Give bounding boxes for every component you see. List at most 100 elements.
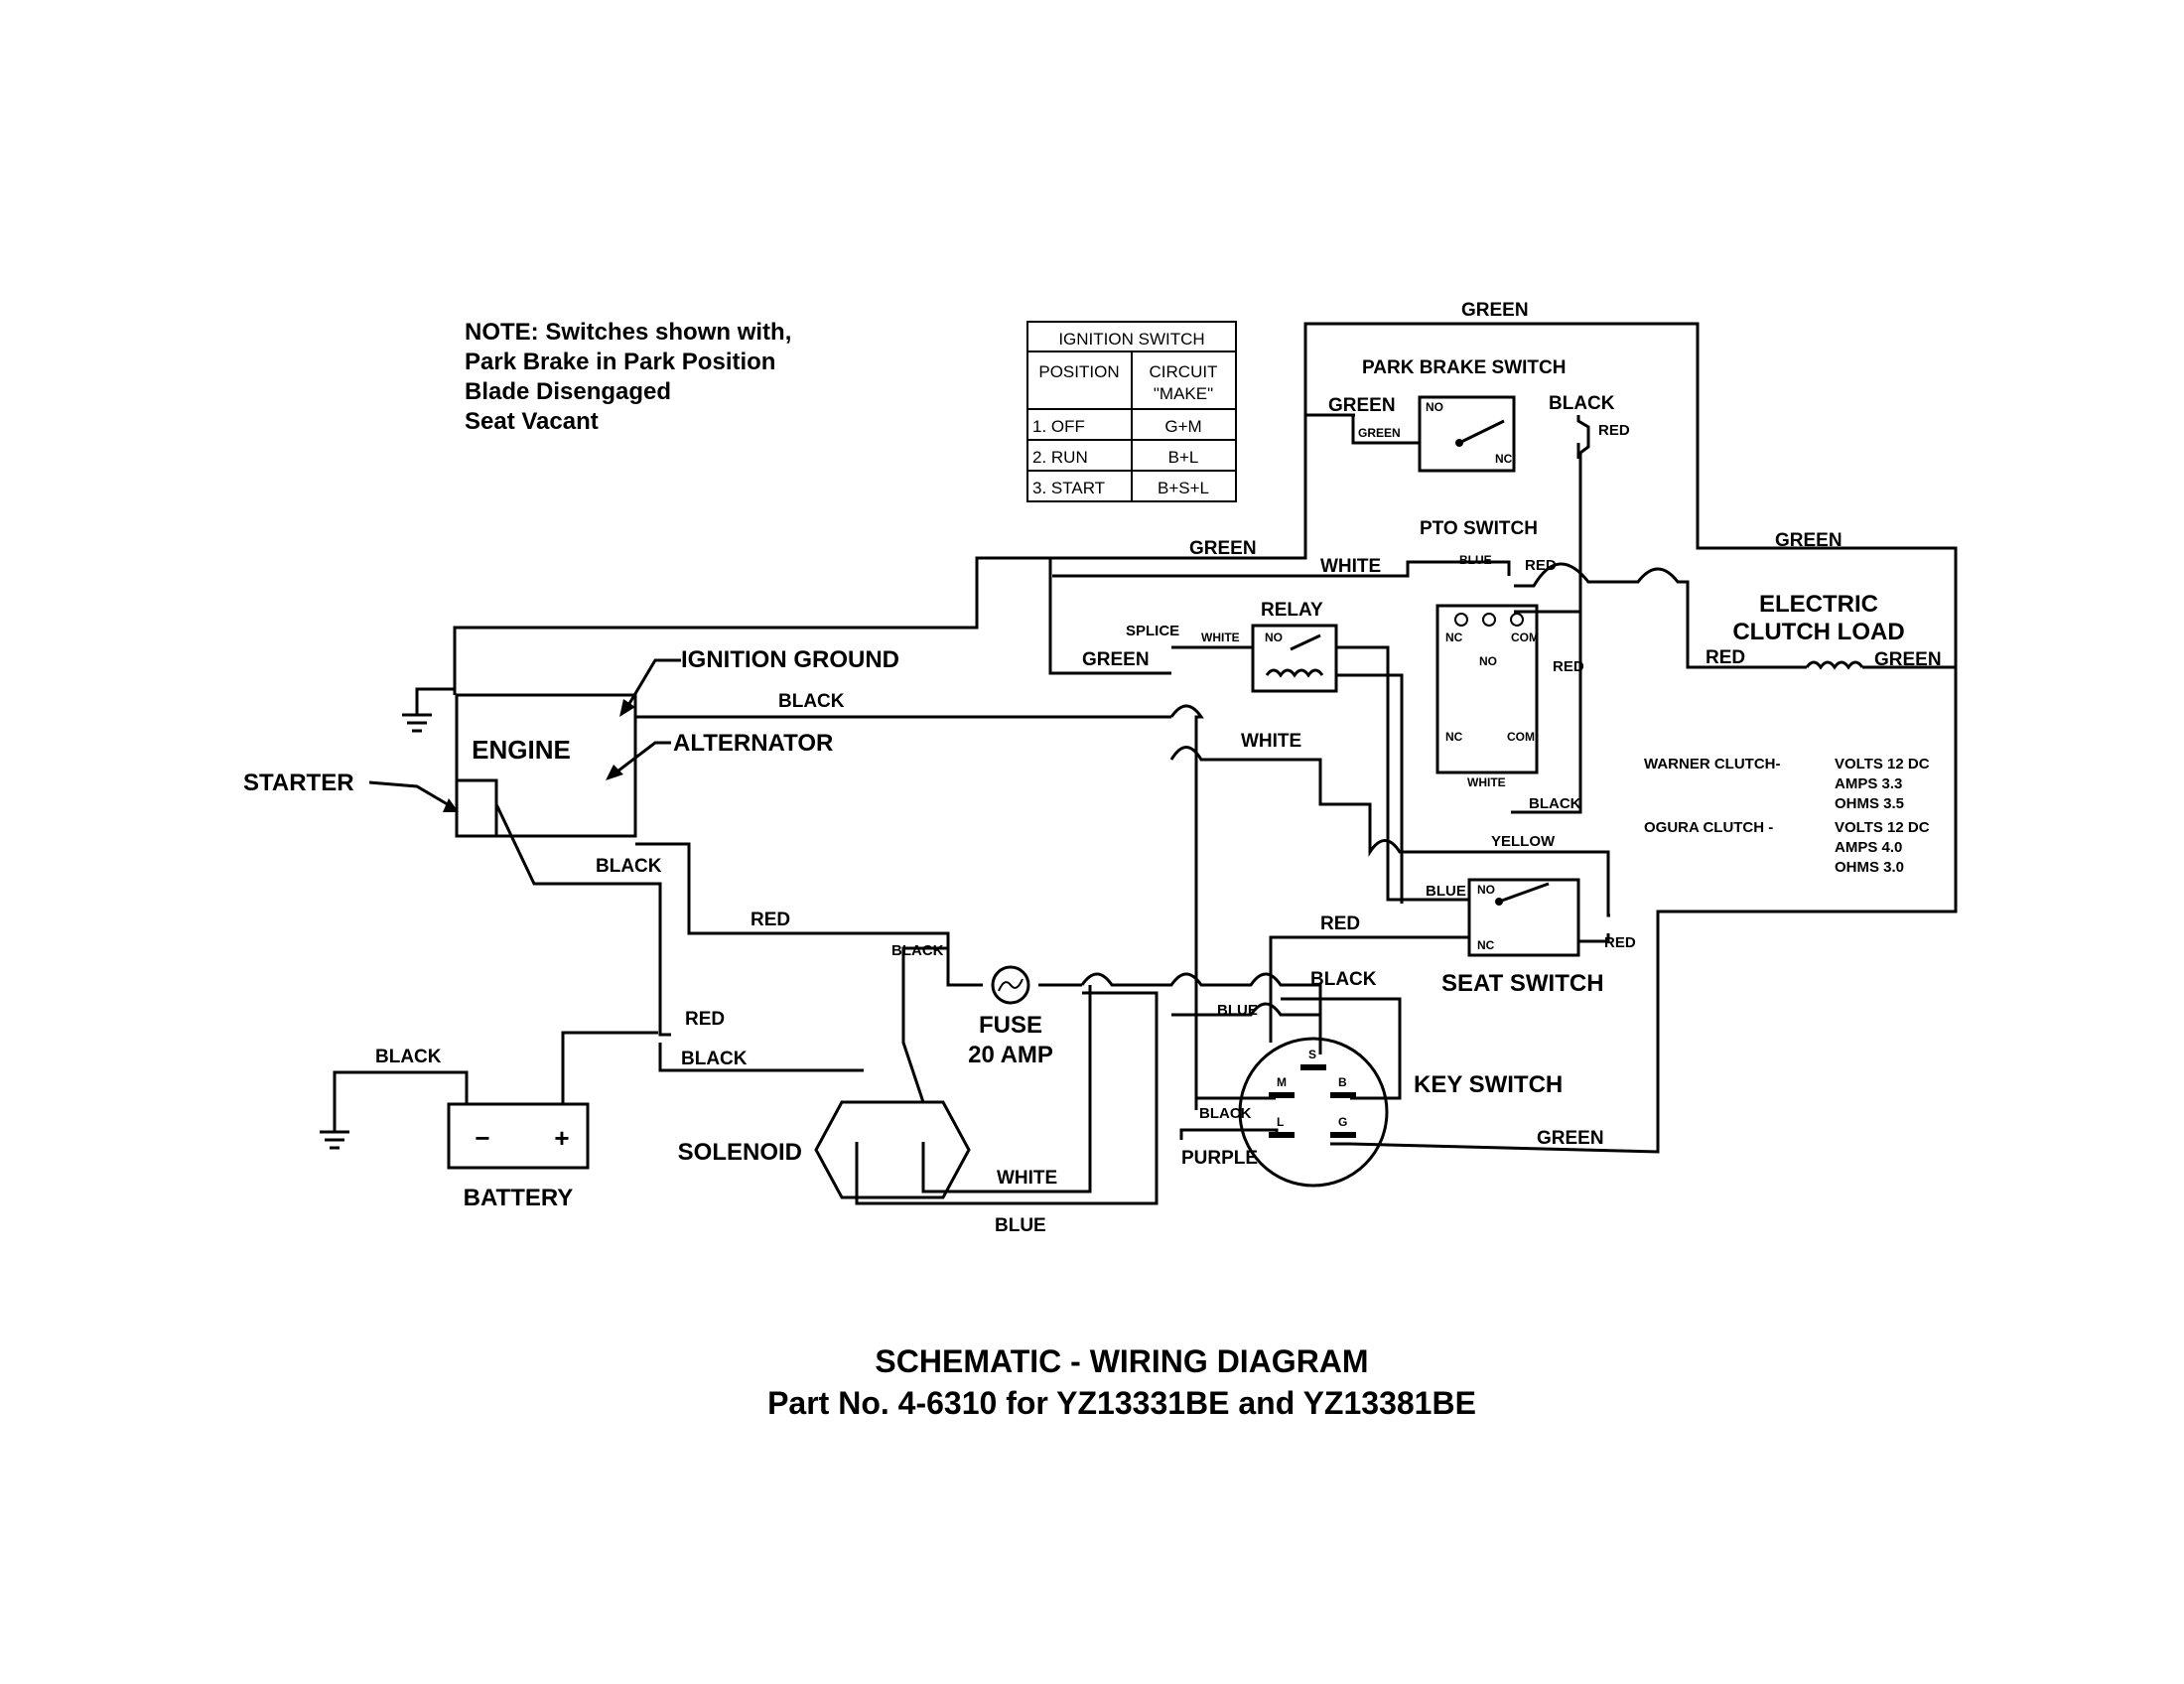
terminal-nc-label: NC (1445, 631, 1463, 644)
wire-label-blue: BLUE (1217, 1002, 1258, 1019)
wire-label-green: GREEN (1537, 1128, 1604, 1149)
battery-negative: − (475, 1123, 489, 1153)
warner-ohms: OHMS 3.5 (1835, 795, 1904, 812)
wire-red-seat (1269, 935, 1469, 1043)
pto-box (1435, 604, 1539, 774)
ignition-ground-label: IGNITION GROUND (681, 646, 899, 673)
ignition-switch-table: IGNITION SWITCH POSITION CIRCUIT "MAKE" … (1026, 321, 1237, 502)
wire-fuse-hop (1080, 972, 1322, 1015)
battery-label: BATTERY (464, 1185, 574, 1211)
wire-label-red: RED (1598, 422, 1630, 439)
note-line-1: NOTE: Switches shown with, (465, 319, 791, 346)
battery-positive: + (554, 1123, 569, 1153)
wires (333, 322, 1958, 1205)
battery-box (447, 1102, 590, 1170)
wire-label-black: BLACK (1529, 795, 1581, 812)
terminal-g (1330, 1132, 1356, 1138)
fuse-label: FUSE (979, 1012, 1042, 1039)
wire-label-black: BLACK (1549, 393, 1615, 414)
solenoid-component: SOLENOID (678, 1100, 971, 1199)
table-header-make: "MAKE" (1154, 384, 1213, 403)
ogura-volts: VOLTS 12 DC (1835, 819, 1930, 836)
terminal-nc-label: NC (1477, 938, 1495, 952)
terminal-s-label: S (1308, 1048, 1316, 1061)
note-block: NOTE: Switches shown with, Park Brake in… (465, 319, 791, 435)
wire-label-white: WHITE (1320, 556, 1381, 577)
ogura-amps: AMPS 4.0 (1835, 839, 1902, 856)
wire-engine-ground (415, 687, 455, 715)
arrow-icon (606, 741, 671, 780)
terminal-l (1269, 1132, 1295, 1138)
wire-white-pto (1052, 560, 1511, 578)
wire-label-red: RED (1553, 658, 1584, 675)
wire-label-purple: PURPLE (1181, 1148, 1258, 1169)
clutch-coil (1805, 660, 1864, 670)
table-cell-position: 2. RUN (1032, 448, 1088, 467)
engine-box (455, 693, 637, 838)
wire-yellow (1410, 850, 1610, 917)
wire-black-starter (494, 803, 671, 1037)
terminal-s (1300, 1064, 1326, 1070)
alternator-label: ALTERNATOR (673, 730, 833, 757)
table-cell-make: B+S+L (1158, 479, 1209, 497)
pto-switch-component: NC NO COM NC COM PTO SWITCH (1420, 518, 1539, 774)
wire-label-green: GREEN (1358, 426, 1401, 440)
wire-red-pto-seat (1511, 610, 1582, 814)
fuse-wave (998, 978, 1024, 992)
terminal-com-label: COM (1511, 631, 1539, 644)
fuse-rating: 20 AMP (968, 1042, 1053, 1068)
ogura-ohms: OHMS 3.0 (1835, 859, 1904, 876)
wire-purple (1179, 1128, 1279, 1140)
terminal-no-label: NO (1479, 654, 1497, 668)
arrow-icon (619, 658, 681, 717)
wire-label-black: BLACK (375, 1047, 442, 1067)
wire-black-solenoid (901, 946, 948, 1103)
ogura-label: OGURA CLUTCH - (1644, 819, 1773, 836)
wire-label-white: WHITE (1241, 731, 1301, 752)
wire-green-top (1303, 322, 1958, 1154)
wire-white-solenoid (921, 985, 1092, 1193)
battery-component: − + BATTERY (447, 1102, 590, 1211)
wire-red-fuse (635, 842, 983, 987)
warner-label: WARNER CLUTCH- (1644, 756, 1780, 772)
terminal-b-label: B (1338, 1075, 1347, 1089)
relay-box (1251, 624, 1338, 693)
table-cell-make: G+M (1164, 417, 1201, 436)
table-header-position: POSITION (1038, 362, 1119, 381)
wire-label-white: WHITE (997, 1168, 1057, 1189)
clutch-specs: WARNER CLUTCH- VOLTS 12 DC AMPS 3.3 OHMS… (1644, 756, 1930, 876)
diagram-subtitle: Part No. 4-6310 for YZ13331BE and YZ1338… (767, 1385, 1476, 1421)
terminal-com-label: COM (1507, 730, 1535, 744)
wire-label-green: GREEN (1328, 395, 1396, 416)
park-brake-switch-component: NO NC PARK BRAKE SWITCH (1362, 357, 1566, 473)
table-title: IGNITION SWITCH (1058, 330, 1204, 349)
wire-label-black: BLACK (596, 856, 662, 877)
key-switch-body (1238, 1037, 1389, 1188)
wire-black-junction (1169, 704, 1204, 1110)
ground-icon (402, 713, 432, 733)
wire-black-pb (1576, 415, 1590, 812)
wire-blue-key (1171, 1002, 1322, 1054)
wire-red-battery (561, 1031, 658, 1104)
wire-relay-black (1335, 673, 1404, 904)
wire-label-black: BLACK (1199, 1105, 1252, 1122)
wire-black-splice-vertical (1194, 1096, 1276, 1110)
note-line-4: Seat Vacant (465, 408, 599, 435)
terminal-m (1269, 1092, 1295, 1098)
relay-component: NO RELAY (1251, 600, 1338, 693)
pto-label: PTO SWITCH (1420, 518, 1538, 539)
diagram-title: SCHEMATIC - WIRING DIAGRAM (875, 1343, 1368, 1379)
key-switch-label: KEY SWITCH (1414, 1071, 1563, 1098)
terminal-m-label: M (1277, 1075, 1287, 1089)
wire-green-engine (453, 415, 1307, 695)
wire-red-seat-right (1578, 933, 1610, 943)
wire-green-pb-inner (1351, 415, 1420, 445)
table-header-circuit: CIRCUIT (1150, 362, 1218, 381)
clutch-label-2: CLUTCH LOAD (1732, 619, 1904, 645)
terminal-nc-label: NC (1495, 452, 1513, 466)
key-switch-component: S M B L G KEY SWITCH (1238, 1037, 1563, 1188)
warner-volts: VOLTS 12 DC (1835, 756, 1930, 772)
wire-label-yellow: YELLOW (1491, 833, 1556, 850)
starter-box (455, 778, 498, 838)
arrow-icon (368, 780, 459, 812)
